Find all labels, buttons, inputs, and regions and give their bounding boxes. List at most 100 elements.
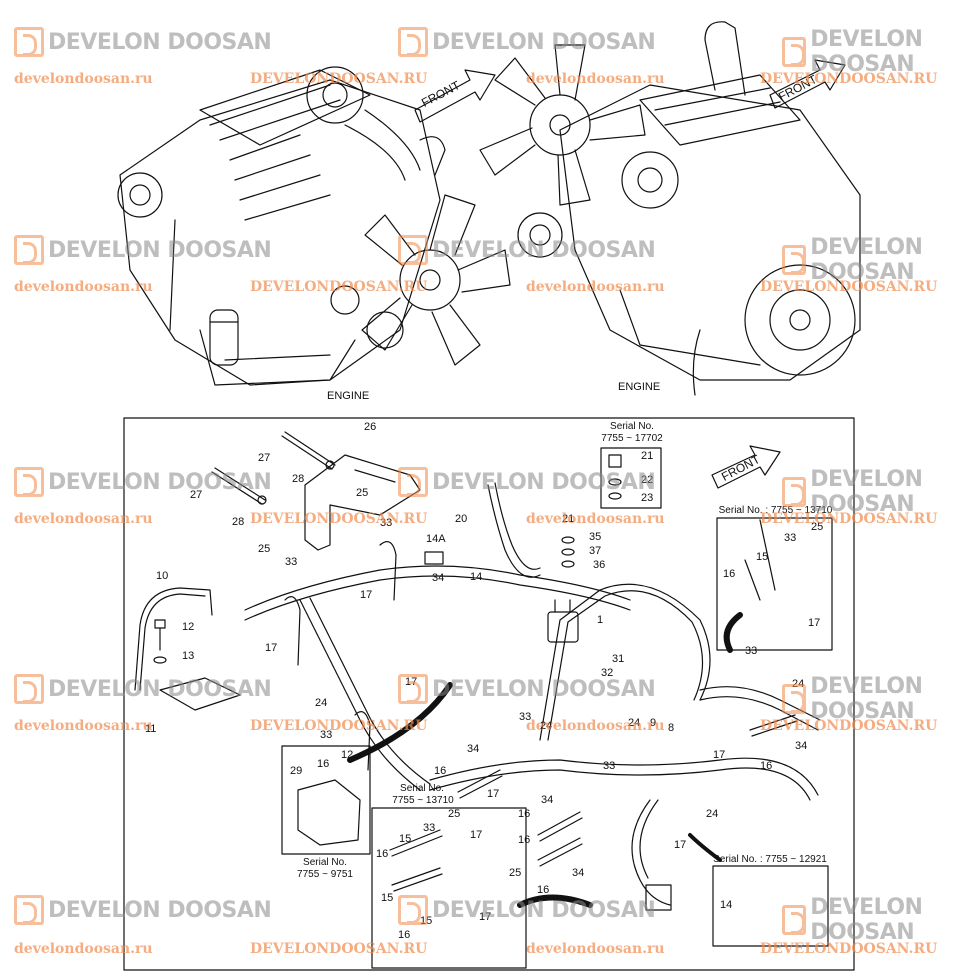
- watermark-url: DEVELONDOOSAN.RU: [760, 71, 938, 87]
- part-label: 17: [808, 617, 821, 629]
- watermark-url: DEVELONDOOSAN.RU: [250, 511, 428, 527]
- watermark-brand: DEVELON DOOSAN: [782, 895, 980, 945]
- part-label: 33: [423, 822, 436, 834]
- part-label: 16: [518, 808, 531, 820]
- brand-logo-icon: [782, 905, 807, 935]
- watermark-url: develondoosan.ru: [14, 718, 153, 734]
- watermark-brand: DEVELON DOOSAN: [398, 467, 656, 497]
- brand-logo-icon: [14, 467, 44, 497]
- part-label: 28: [232, 516, 245, 528]
- watermark-url: DEVELONDOOSAN.RU: [250, 941, 428, 957]
- brand-logo-icon: [782, 37, 807, 67]
- serial-top-line2: 7755 ~ 17702: [601, 433, 663, 444]
- brand-logo-icon: [782, 477, 807, 507]
- detail-frame: [123, 417, 855, 971]
- part-label: 35: [589, 531, 602, 543]
- brand-logo-icon: [398, 674, 428, 704]
- part-label: 16: [723, 568, 736, 580]
- serial-left-bottom-line1: Serial No.: [303, 857, 347, 868]
- serial-left-bottom-line2: 7755 ~ 9751: [297, 869, 353, 880]
- brand-logo-icon: [14, 27, 44, 57]
- part-label: 10: [156, 570, 169, 582]
- part-label: 31: [612, 653, 625, 665]
- watermark-url: develondoosan.ru: [14, 279, 153, 295]
- part-label: 27: [258, 452, 271, 464]
- brand-logo-icon: [14, 235, 44, 265]
- part-label: 25: [811, 521, 824, 533]
- part-label: 33: [784, 532, 797, 544]
- part-label: 8: [668, 722, 675, 734]
- watermark-brand: DEVELON DOOSAN: [398, 674, 656, 704]
- watermark-brand: DEVELON DOOSAN: [398, 235, 656, 265]
- part-label: 17: [487, 788, 500, 800]
- watermark-url: develondoosan.ru: [526, 941, 665, 957]
- part-label: 34: [795, 740, 808, 752]
- watermark-url: DEVELONDOOSAN.RU: [760, 279, 938, 295]
- part-label: 29: [290, 765, 303, 777]
- part-label: 17: [265, 642, 278, 654]
- watermark-brand: DEVELON DOOSAN: [14, 674, 272, 704]
- part-label: 25: [258, 543, 271, 555]
- part-label: 20: [455, 513, 468, 525]
- watermark-url: develondoosan.ru: [526, 71, 665, 87]
- watermark-brand: DEVELON DOOSAN: [398, 27, 656, 57]
- part-label: 9: [650, 717, 657, 729]
- brand-logo-icon: [14, 674, 44, 704]
- part-label: 26: [364, 421, 377, 433]
- part-label: 16: [537, 884, 550, 896]
- part-label: 14: [470, 571, 483, 583]
- part-label: 23: [641, 492, 654, 504]
- brand-logo-icon: [14, 895, 44, 925]
- serial-mid-bottom-line1: Serial No.: [400, 783, 444, 794]
- part-label: 36: [593, 559, 606, 571]
- part-label: 24: [540, 720, 553, 732]
- part-label: 37: [589, 545, 602, 557]
- watermark-brand: DEVELON DOOSAN: [782, 674, 980, 724]
- part-label: 33: [380, 517, 393, 529]
- part-label: 14: [720, 899, 733, 911]
- part-label: 27: [190, 489, 203, 501]
- watermark-url: DEVELONDOOSAN.RU: [250, 279, 428, 295]
- part-label: 21: [641, 450, 654, 462]
- watermark-url: develondoosan.ru: [14, 511, 153, 527]
- watermark-brand: DEVELON DOOSAN: [14, 467, 272, 497]
- part-label: 12: [341, 749, 354, 761]
- part-label: 1: [597, 614, 604, 626]
- watermark-brand: DEVELON DOOSAN: [398, 895, 656, 925]
- part-label: 32: [601, 667, 614, 679]
- part-label: 16: [434, 765, 447, 777]
- part-label: 33: [603, 760, 616, 772]
- watermark-url: develondoosan.ru: [526, 511, 665, 527]
- part-label: 17: [674, 839, 687, 851]
- watermark-brand: DEVELON DOOSAN: [14, 27, 272, 57]
- part-label: 34: [432, 572, 445, 584]
- part-label: 12: [182, 621, 195, 633]
- watermark-url: DEVELONDOOSAN.RU: [250, 718, 428, 734]
- serial-mid-bottom-line2: 7755 ~ 13710: [392, 795, 454, 806]
- part-label: 25: [356, 487, 369, 499]
- watermark-url: develondoosan.ru: [14, 941, 153, 957]
- brand-logo-icon: [398, 467, 428, 497]
- part-label: 33: [745, 645, 758, 657]
- watermark-url: develondoosan.ru: [526, 279, 665, 295]
- part-label: 33: [320, 729, 333, 741]
- brand-logo-icon: [782, 684, 807, 714]
- part-label: 28: [292, 473, 305, 485]
- part-label: 25: [509, 867, 522, 879]
- watermark-url: develondoosan.ru: [14, 71, 153, 87]
- brand-logo-icon: [398, 895, 428, 925]
- part-label: 16: [760, 760, 773, 772]
- part-label: 17: [713, 749, 726, 761]
- part-label: 33: [519, 711, 532, 723]
- brand-logo-icon: [398, 235, 428, 265]
- part-label: 34: [467, 743, 480, 755]
- part-label: 22: [641, 474, 654, 486]
- part-label: 17: [479, 911, 492, 923]
- part-label: 17: [360, 589, 373, 601]
- part-label: 16: [317, 758, 330, 770]
- part-label: 24: [628, 717, 641, 729]
- brand-logo-icon: [782, 245, 807, 275]
- watermark-brand: DEVELON DOOSAN: [782, 27, 980, 77]
- watermark-url: DEVELONDOOSAN.RU: [760, 718, 938, 734]
- watermark-brand: DEVELON DOOSAN: [782, 235, 980, 285]
